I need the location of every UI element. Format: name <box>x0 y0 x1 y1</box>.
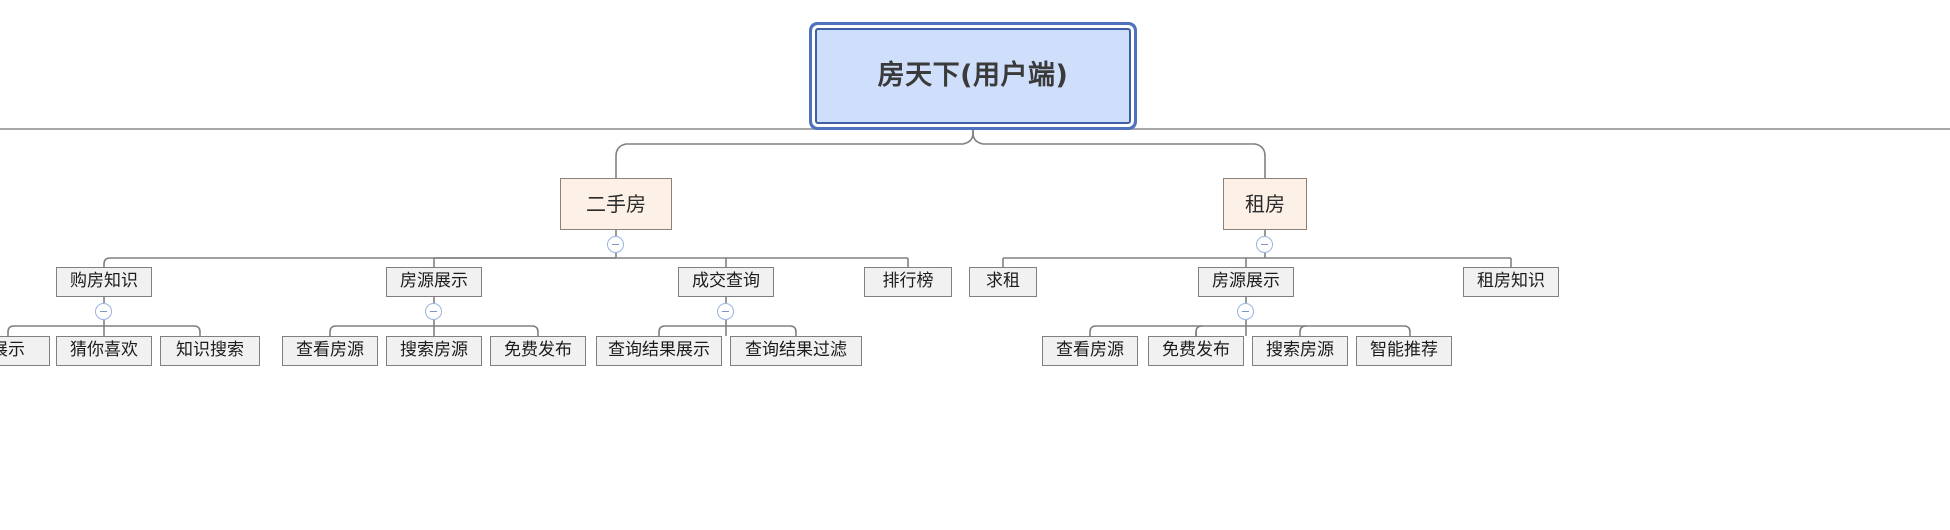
node-zhanshi-label: 展示 <box>0 340 25 361</box>
node-zhanshi[interactable]: 展示 <box>0 336 50 366</box>
node-mianfeifabu-zufang-label: 免费发布 <box>1162 340 1230 361</box>
node-ershoufang-label: 二手房 <box>586 191 646 216</box>
minus-icon <box>722 310 729 313</box>
node-ershoufang[interactable]: 二手房 <box>560 178 672 230</box>
minus-icon <box>1261 243 1268 246</box>
node-fangyuanzhanshi-zufang[interactable]: 房源展示 <box>1198 267 1294 297</box>
node-chaxunjieguozhanshi[interactable]: 查询结果展示 <box>596 336 722 366</box>
node-zufangzhishi-label: 租房知识 <box>1477 271 1545 292</box>
minus-icon <box>1242 310 1249 313</box>
node-chengjiaochaxun[interactable]: 成交查询 <box>678 267 774 297</box>
node-mianfeifabu-ershoufang-label: 免费发布 <box>504 340 572 361</box>
minus-icon <box>430 310 437 313</box>
node-fangyuanzhanshi-zufang-label: 房源展示 <box>1212 271 1280 292</box>
node-chakanfangyuan-ershoufang-label: 查看房源 <box>296 340 364 361</box>
minus-icon <box>100 310 107 313</box>
node-sousuofangyuan-ershoufang-label: 搜索房源 <box>400 340 468 361</box>
node-zhinengtuijian-label: 智能推荐 <box>1370 340 1438 361</box>
node-fangyuanzhanshi-ershoufang[interactable]: 房源展示 <box>386 267 482 297</box>
toggle-ershoufang[interactable] <box>607 236 624 253</box>
node-cainixihuan[interactable]: 猜你喜欢 <box>56 336 152 366</box>
node-zufang[interactable]: 租房 <box>1223 178 1307 230</box>
node-chakanfangyuan-zufang-label: 查看房源 <box>1056 340 1124 361</box>
node-zufang-label: 租房 <box>1245 191 1285 216</box>
toggle-chengjiaochaxun[interactable] <box>717 303 734 320</box>
node-chaxunjieguoguolv[interactable]: 查询结果过滤 <box>730 336 862 366</box>
node-sousuofangyuan-zufang-label: 搜索房源 <box>1266 340 1334 361</box>
node-qiuzu[interactable]: 求租 <box>969 267 1037 297</box>
node-chakanfangyuan-zufang[interactable]: 查看房源 <box>1042 336 1138 366</box>
node-zhinengtuijian[interactable]: 智能推荐 <box>1356 336 1452 366</box>
node-paihangbang-label: 排行榜 <box>882 271 934 292</box>
node-chaxunjieguoguolv-label: 查询结果过滤 <box>745 340 847 361</box>
node-mianfeifabu-zufang[interactable]: 免费发布 <box>1148 336 1244 366</box>
node-goufangzhishi-label: 购房知识 <box>70 271 138 292</box>
toggle-fangyuanzhanshi-zufang[interactable] <box>1237 303 1254 320</box>
node-sousuofangyuan-ershoufang[interactable]: 搜索房源 <box>386 336 482 366</box>
root-node[interactable]: 房天下(用户端) <box>815 28 1131 124</box>
node-cainixihuan-label: 猜你喜欢 <box>70 340 138 361</box>
node-chakanfangyuan-ershoufang[interactable]: 查看房源 <box>282 336 378 366</box>
node-zhishisousuo[interactable]: 知识搜索 <box>160 336 260 366</box>
node-qiuzu-label: 求租 <box>986 271 1020 292</box>
node-paihangbang[interactable]: 排行榜 <box>864 267 952 297</box>
node-fangyuanzhanshi-ershoufang-label: 房源展示 <box>400 271 468 292</box>
node-chengjiaochaxun-label: 成交查询 <box>692 271 760 292</box>
toggle-fangyuanzhanshi-ershoufang[interactable] <box>425 303 442 320</box>
minus-icon <box>612 243 619 246</box>
node-goufangzhishi[interactable]: 购房知识 <box>56 267 152 297</box>
node-zufangzhishi[interactable]: 租房知识 <box>1463 267 1559 297</box>
node-zhishisousuo-label: 知识搜索 <box>176 340 244 361</box>
root-node-label: 房天下(用户端) <box>877 60 1069 92</box>
toggle-zufang[interactable] <box>1256 236 1273 253</box>
node-mianfeifabu-ershoufang[interactable]: 免费发布 <box>490 336 586 366</box>
node-sousuofangyuan-zufang[interactable]: 搜索房源 <box>1252 336 1348 366</box>
toggle-goufangzhishi[interactable] <box>95 303 112 320</box>
node-chaxunjieguozhanshi-label: 查询结果展示 <box>608 340 710 361</box>
